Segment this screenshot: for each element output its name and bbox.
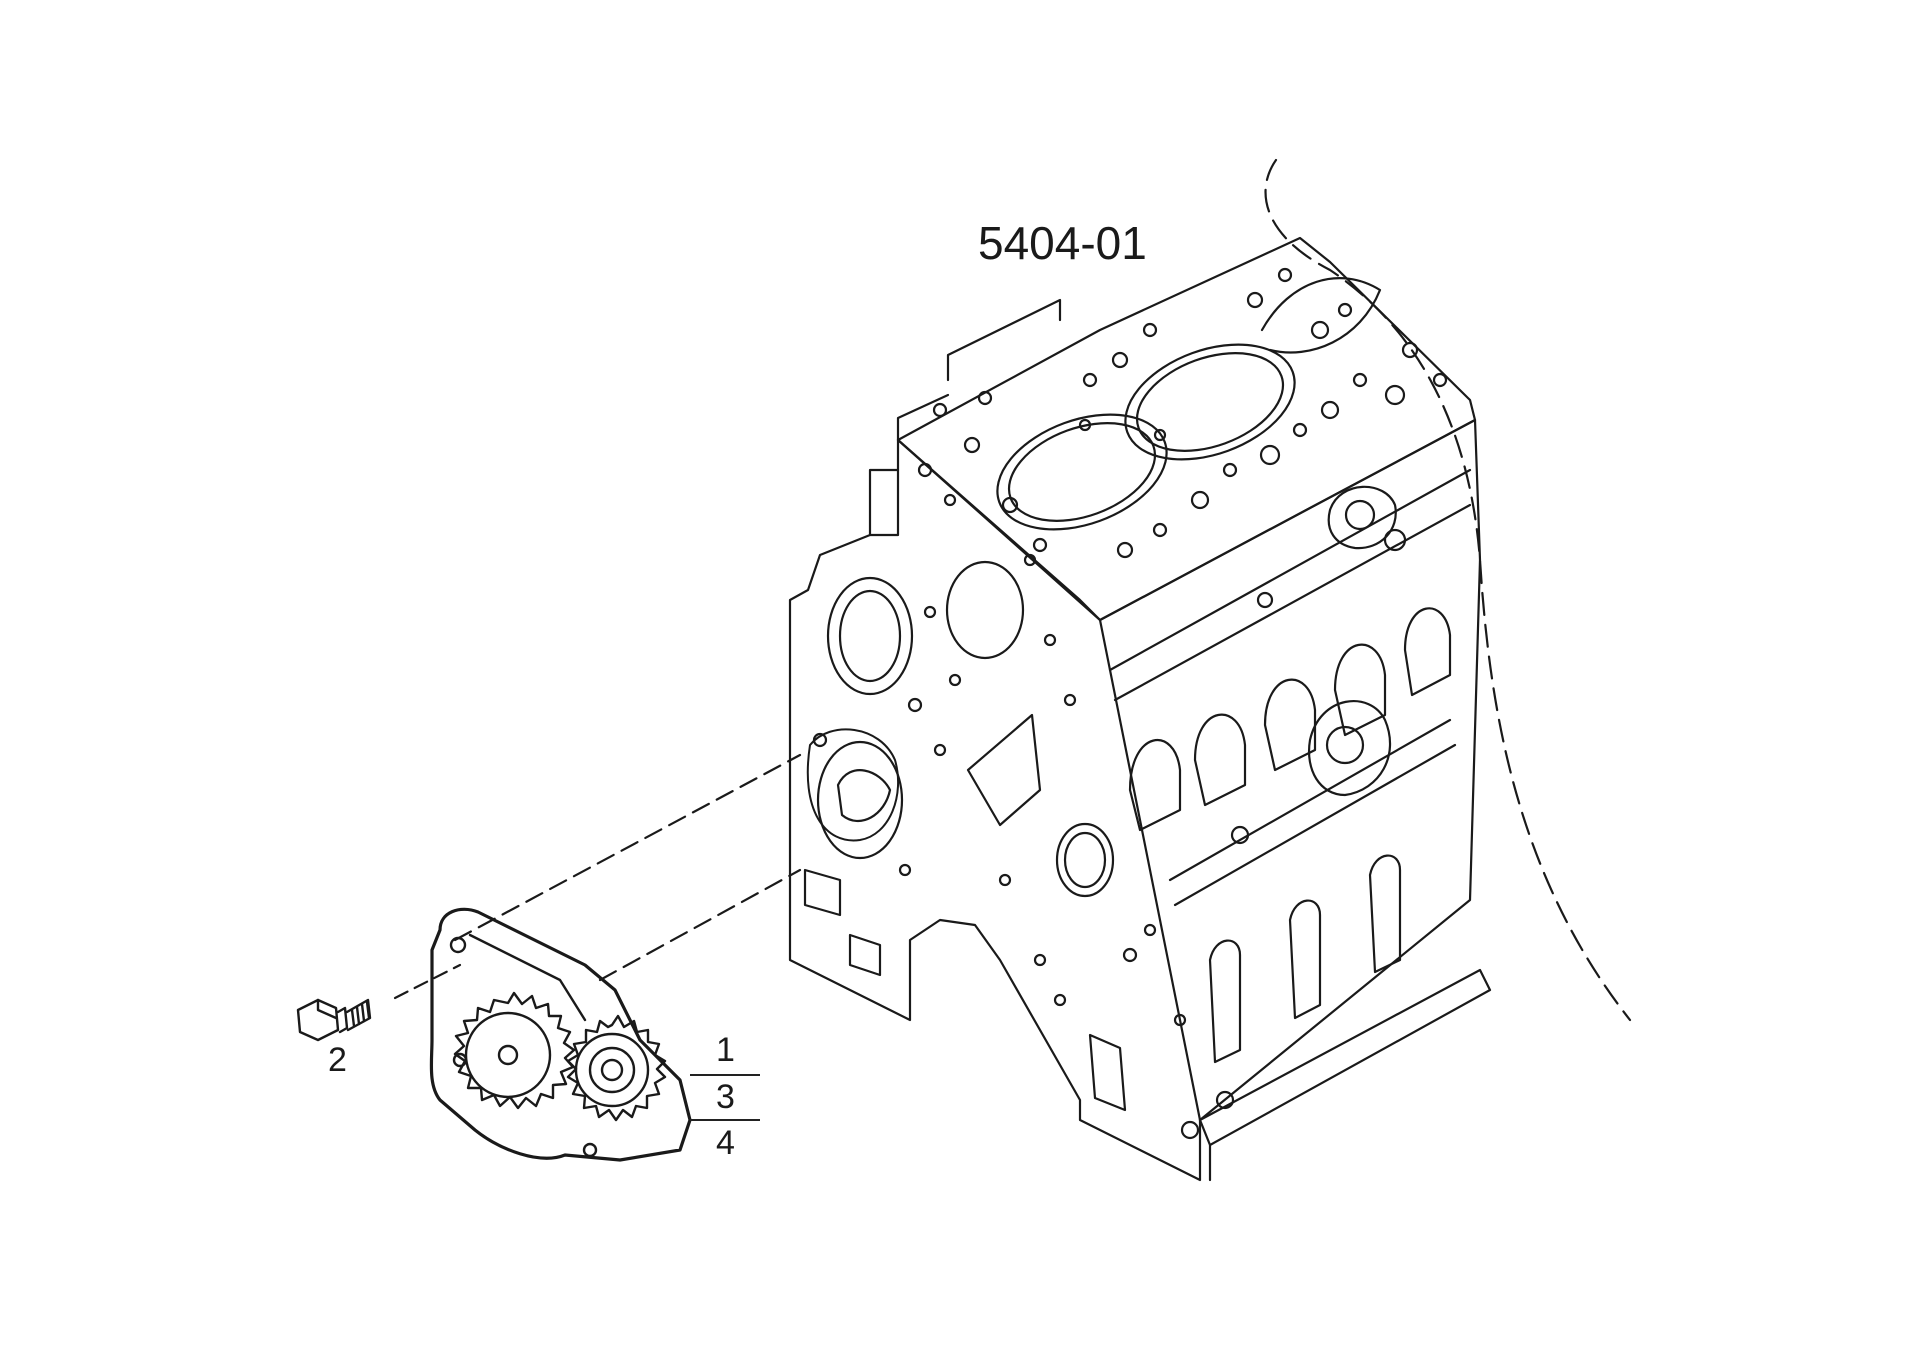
oil-pump-illustration (431, 909, 690, 1160)
alignment-dashed-line-upper (455, 755, 800, 940)
engine-block-illustration (790, 238, 1490, 1180)
large-gear (455, 993, 574, 1108)
alignment-dashed-line-bolt (395, 965, 460, 998)
alignment-dashed-line-lower (600, 870, 800, 980)
callout-bolt: 2 (328, 1041, 347, 1079)
small-gear (568, 1016, 665, 1120)
housing-dashed-arc (1266, 160, 1630, 1020)
callout-divider-lower (690, 1119, 760, 1121)
callout-stack-top: 1 (716, 1031, 735, 1069)
reference-code-label: 5404-01 (978, 217, 1147, 269)
bolt-illustration (298, 1000, 370, 1040)
callout-stack-middle: 3 (716, 1078, 735, 1116)
callout-divider-upper (690, 1074, 760, 1076)
callout-stack-bottom: 4 (716, 1124, 735, 1162)
